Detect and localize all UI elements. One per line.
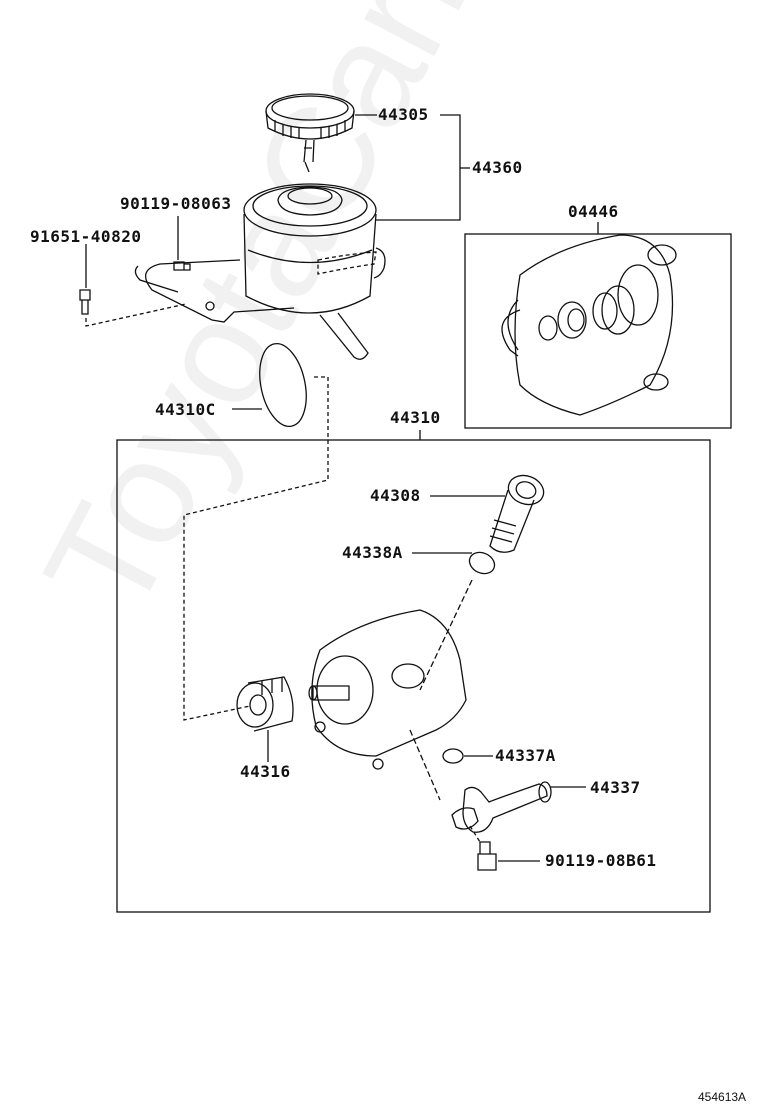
reservoir-body-drawing (134, 183, 386, 360)
label-44310[interactable]: 44310 (390, 408, 441, 427)
label-44337a[interactable]: 44337A (495, 746, 556, 765)
label-44316[interactable]: 44316 (240, 762, 291, 781)
label-44310c[interactable]: 44310C (155, 400, 216, 419)
label-90119-08b61[interactable]: 90119-08B61 (545, 851, 657, 870)
label-91651-40820[interactable]: 91651-40820 (30, 227, 142, 246)
label-04446[interactable]: 04446 (568, 202, 619, 221)
label-44308[interactable]: 44308 (370, 486, 421, 505)
gasket-kit-box (464, 233, 732, 429)
union-44308-drawing (489, 474, 545, 553)
pulley-44316-drawing (236, 676, 294, 732)
bolt-90119-08b61-drawing (477, 841, 497, 871)
gasket-kit-drawing (501, 234, 677, 416)
bolt-91651-40820-drawing (79, 289, 91, 315)
vane-pump-box (116, 439, 711, 913)
label-44338a[interactable]: 44338A (342, 543, 403, 562)
label-44305[interactable]: 44305 (378, 105, 429, 124)
reservoir-cap-drawing (265, 93, 355, 173)
o-ring-44338a-drawing (468, 551, 496, 575)
label-44360[interactable]: 44360 (472, 158, 523, 177)
o-ring-44310c-drawing (259, 343, 307, 427)
reference-code: 454613A (698, 1090, 747, 1104)
vane-pump-drawing (308, 609, 467, 770)
pipe-44337-drawing (451, 781, 552, 833)
o-ring-44337a-drawing (442, 748, 464, 764)
bolt-90119-08063-drawing (173, 261, 191, 271)
label-44337[interactable]: 44337 (590, 778, 641, 797)
label-90119-08063[interactable]: 90119-08063 (120, 194, 232, 213)
